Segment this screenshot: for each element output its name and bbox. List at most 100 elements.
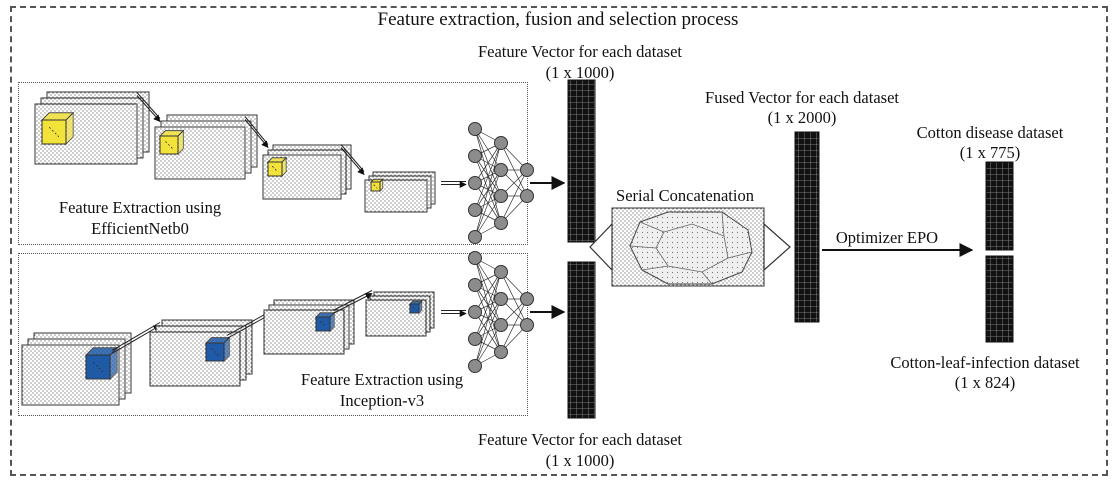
cube-edge xyxy=(271,165,279,173)
inception-caption-line1: Feature Extraction using xyxy=(300,370,464,389)
inception-cube-2 xyxy=(204,336,231,363)
nn-connection xyxy=(474,195,502,238)
cotton-disease-vector-bar xyxy=(985,161,1014,251)
nn-connection xyxy=(500,271,528,326)
cube-front xyxy=(41,119,67,145)
nn-neuron xyxy=(468,278,482,292)
nn-neuron xyxy=(468,203,482,217)
cube-edge xyxy=(412,306,417,311)
inception-cube-1 xyxy=(84,346,119,381)
inception-flow-arrow-2 xyxy=(226,311,271,339)
fusion-edge xyxy=(629,245,657,249)
inception-map-stack-3 xyxy=(263,299,355,355)
feature-vector-bottom-dim: (1 x 1000) xyxy=(545,451,615,470)
efficientnet-flow-arrow-3 xyxy=(340,144,365,176)
fused-vector-bar xyxy=(794,131,820,323)
nn-neuron xyxy=(494,216,508,230)
efficientnet-caption-line1: Feature Extraction using xyxy=(58,198,222,217)
nn-neuron xyxy=(468,359,482,373)
nn-neuron xyxy=(468,332,482,346)
arrow-line xyxy=(226,314,271,339)
concat-right-arrow xyxy=(763,222,791,272)
efficientnet-cube-2 xyxy=(158,129,185,156)
nn-neuron xyxy=(468,122,482,136)
nn-neuron xyxy=(468,176,482,190)
cube-edge xyxy=(373,184,378,189)
inception-caption-line2: Inception-v3 xyxy=(339,391,425,410)
nn-connection xyxy=(500,142,528,197)
cube-side xyxy=(223,336,230,363)
efficientnet-cube-3 xyxy=(266,156,288,178)
arrow-line xyxy=(111,325,161,354)
fusion-edge xyxy=(721,211,725,237)
cotton-leaf-label: Cotton-leaf-infection dataset xyxy=(890,353,1080,372)
cube-side xyxy=(65,111,74,146)
nn-connection xyxy=(474,271,502,340)
nn-connection xyxy=(474,298,502,367)
cube-side xyxy=(109,346,118,381)
nn-neuron xyxy=(494,136,508,150)
cube-front xyxy=(315,316,331,332)
nn-neuron xyxy=(494,163,508,177)
fusion-edge xyxy=(727,251,753,259)
inception-map-stack-4 xyxy=(365,291,435,337)
nn-neuron xyxy=(468,305,482,319)
inception-to-net-arrow xyxy=(441,310,467,317)
cotton-leaf-dim: (1 x 824) xyxy=(954,373,1016,392)
arrow-line xyxy=(340,147,365,176)
nn-neuron xyxy=(520,318,534,332)
efficientnet-caption-line2: EfficientNetb0 xyxy=(91,219,189,238)
page-title: Feature extraction, fusion and selection… xyxy=(377,9,739,30)
nn-connection xyxy=(474,271,502,313)
fusion-edge xyxy=(641,265,669,271)
cube-edge xyxy=(319,320,327,328)
nn-connection xyxy=(474,142,502,238)
fused-vector-label: Fused Vector for each dataset xyxy=(705,88,899,107)
nn-neuron xyxy=(468,149,482,163)
cube-edge xyxy=(211,348,219,356)
nn-connection xyxy=(474,324,502,367)
concat-left-arrow xyxy=(589,222,613,272)
inception-cube-3 xyxy=(314,311,336,333)
efficientnet-to-net-arrow xyxy=(441,181,467,188)
cube-side xyxy=(281,156,287,178)
arrow-line xyxy=(136,95,161,123)
fused-vector-dim: (1 x 2000) xyxy=(767,108,837,127)
nn-neuron xyxy=(520,292,534,306)
optimizer-label: Optimizer EPO xyxy=(835,228,939,247)
cube-front xyxy=(370,181,381,192)
arrow-line xyxy=(332,293,373,314)
inception-neural-net xyxy=(468,251,534,373)
efficientnet-cube-1 xyxy=(40,111,75,146)
efficientnet-map-stack-4 xyxy=(364,171,436,213)
inception-map-stack-1 xyxy=(21,332,132,406)
cotton-disease-dim: (1 x 775) xyxy=(959,143,1021,162)
cube-front xyxy=(409,303,420,314)
nn-neuron xyxy=(520,163,534,177)
feature-vector-top-label: Feature Vector for each dataset xyxy=(477,42,682,61)
nn-connection xyxy=(474,169,502,238)
cube-side xyxy=(177,129,184,156)
nn-connection xyxy=(474,142,502,184)
fusion-edge xyxy=(701,271,713,285)
arrow-line xyxy=(111,322,161,351)
feature-vector-bottom-bar xyxy=(567,261,596,419)
feature-vector-top-bar xyxy=(567,79,596,243)
cotton-leaf-vector-bar xyxy=(985,255,1014,343)
inception-flow-arrow-3 xyxy=(332,290,373,314)
feature-vector-bottom-label: Feature Vector for each dataset xyxy=(477,430,682,449)
nn-neuron xyxy=(494,189,508,203)
nn-connection xyxy=(474,142,502,211)
inception-panel xyxy=(18,253,528,416)
outer-process-frame xyxy=(10,6,1108,476)
inception-cube-4 xyxy=(408,300,423,315)
cube-side xyxy=(418,300,423,315)
arrow-line xyxy=(340,144,365,172)
cotton-disease-label: Cotton disease dataset xyxy=(916,123,1064,142)
fusion-polygon xyxy=(629,211,753,285)
efficientnet-cube-4 xyxy=(369,178,384,193)
nn-connection xyxy=(500,298,528,353)
fusion-inner-polygon xyxy=(655,223,729,273)
